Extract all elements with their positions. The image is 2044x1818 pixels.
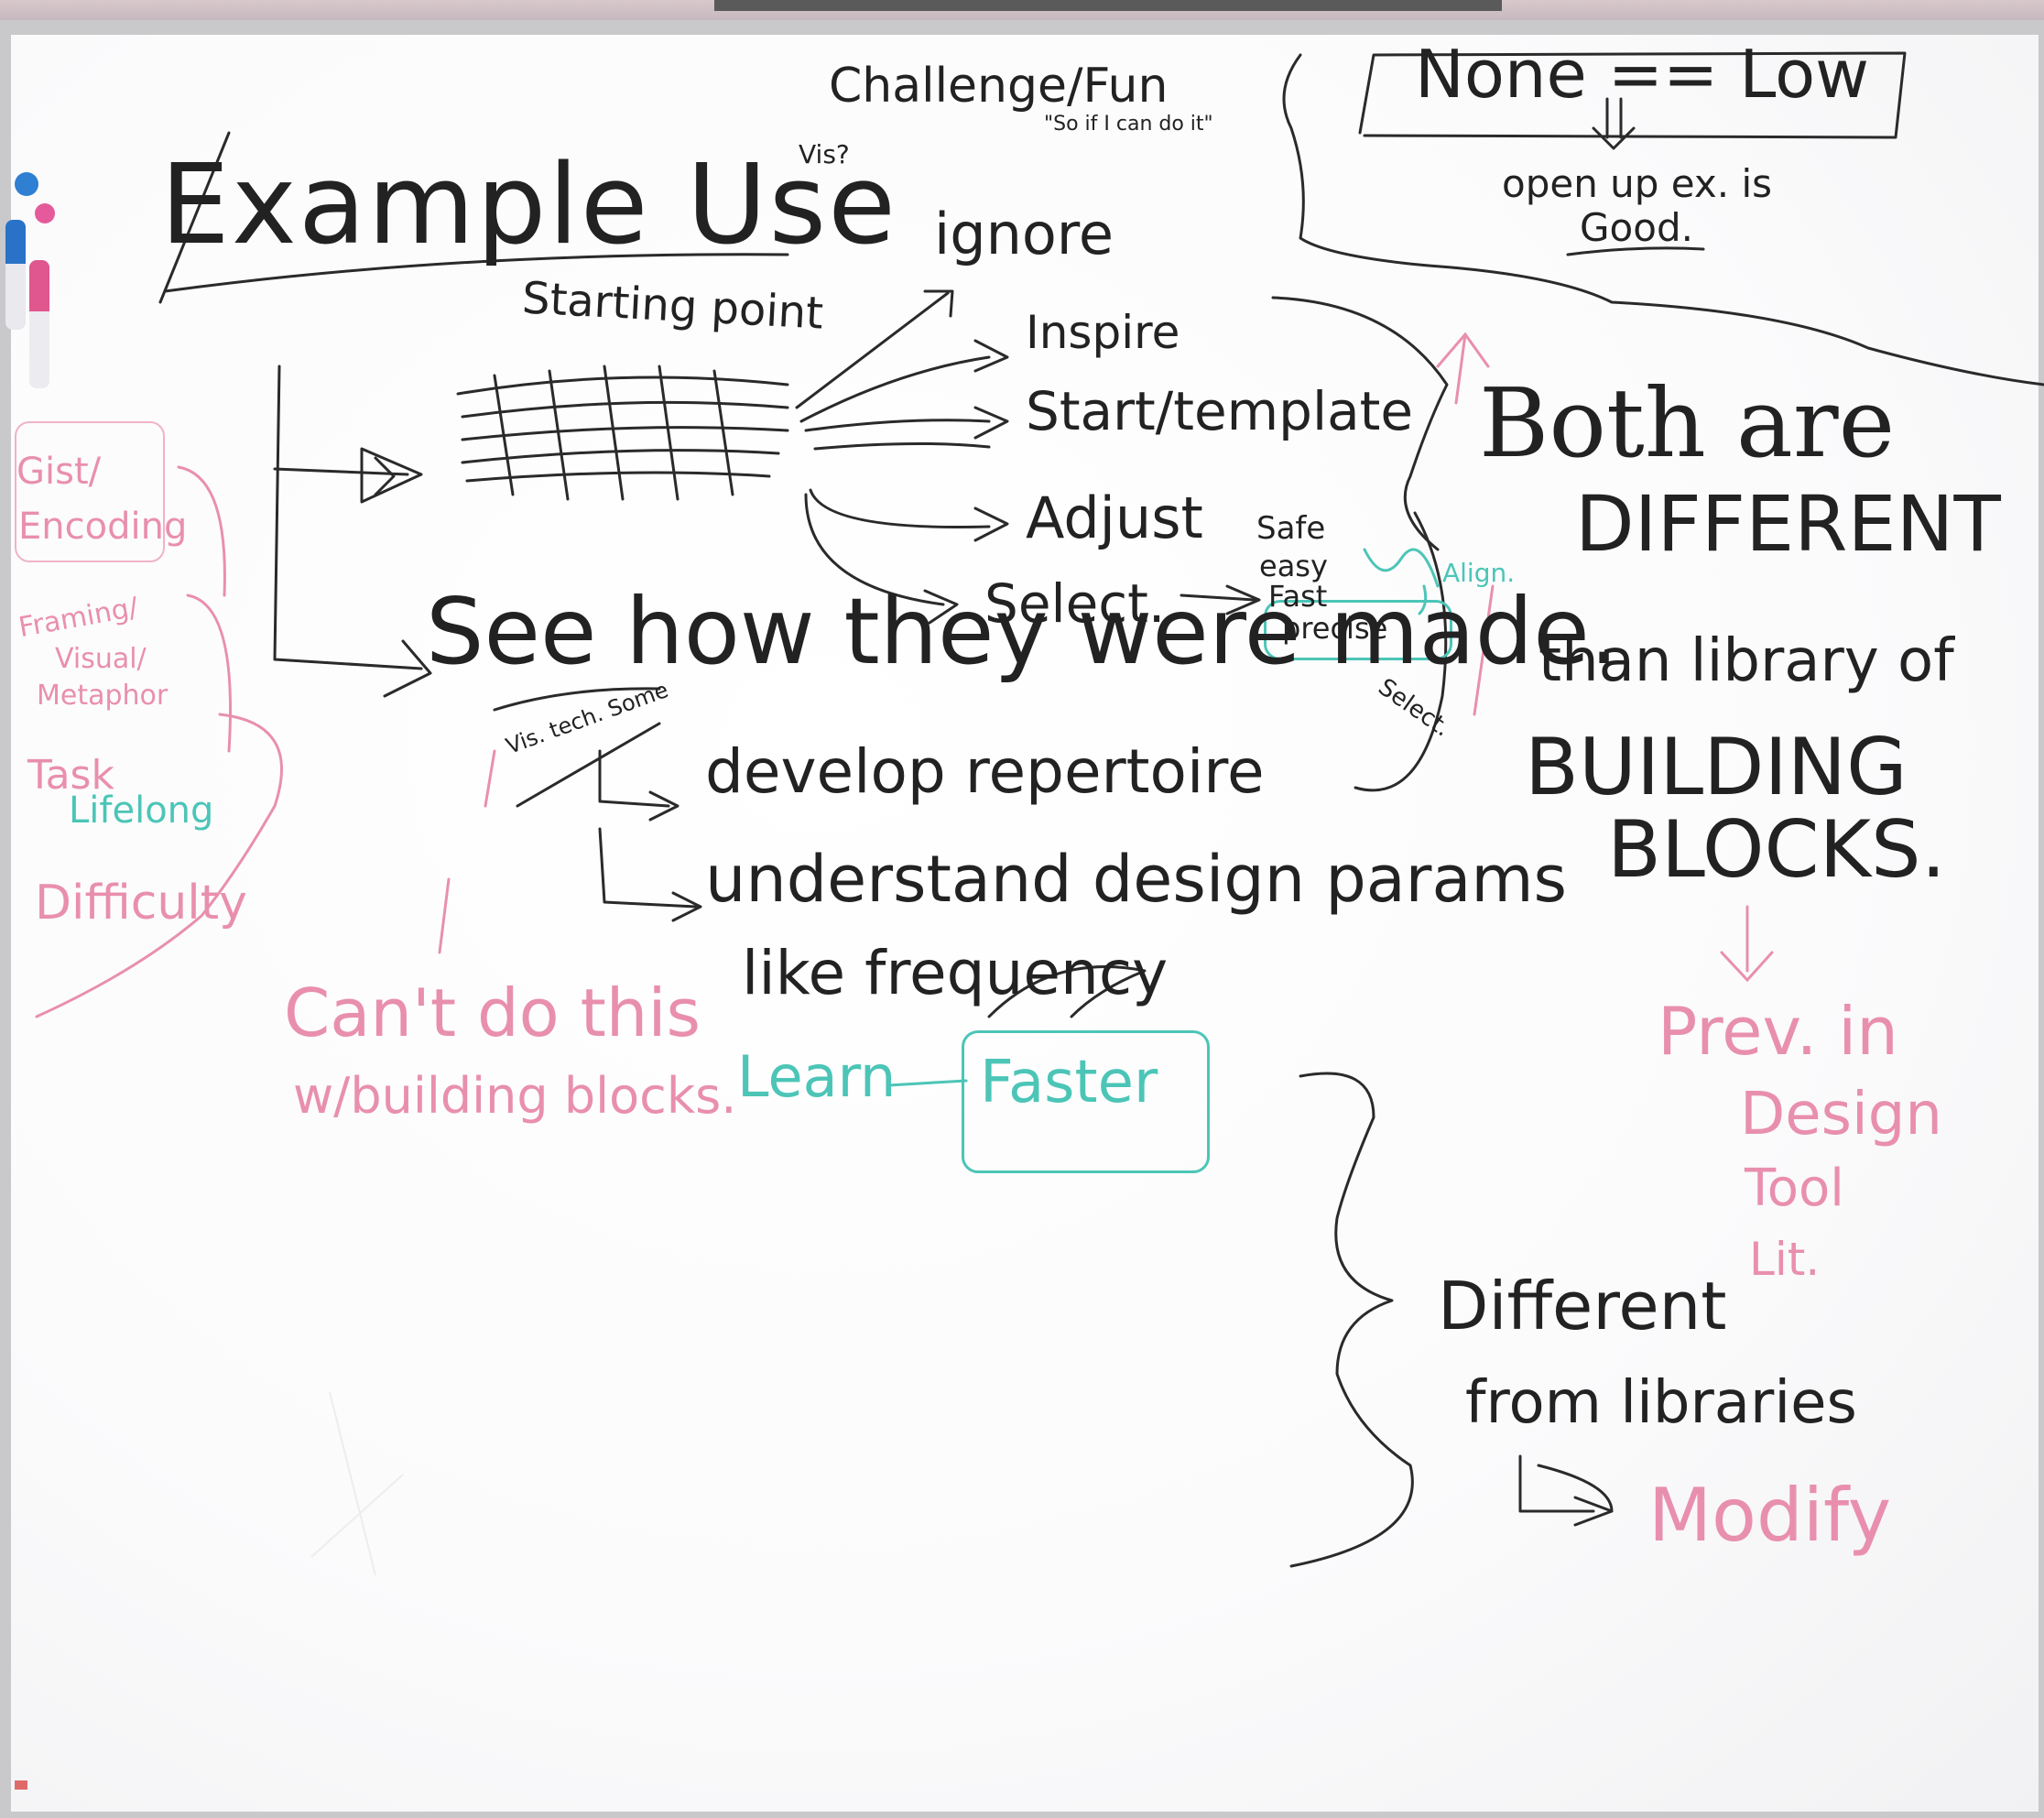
header-challenge-fun: Challenge/Fun — [829, 59, 1169, 114]
easy-label: easy — [1259, 549, 1328, 583]
w-building-blocks-label: w/building blocks. — [293, 1067, 737, 1125]
whiteboard-surface — [11, 35, 2039, 1812]
faster-label: Faster — [980, 1049, 1158, 1116]
faster-box — [962, 1030, 1210, 1173]
start-template-label: Start/template — [1026, 380, 1414, 442]
modify-label: Modify — [1648, 1473, 1892, 1558]
like-frequency-label: like frequency — [742, 938, 1169, 1008]
lit-label: Lit. — [1749, 1233, 1821, 1286]
open-up-note: open up ex. is — [1502, 161, 1773, 206]
building-label: BUILDING — [1525, 722, 1908, 813]
select-criteria-box — [1264, 600, 1452, 660]
none-equals-low: None == Low — [1415, 36, 1870, 113]
align-label: Align. — [1442, 558, 1516, 588]
blue-marker[interactable] — [5, 220, 26, 330]
difficulty-label: Difficulty — [35, 876, 247, 931]
fast-label: Fast — [1268, 579, 1328, 614]
blocks-label: BLOCKS. — [1607, 804, 1946, 896]
different-label: DIFFERENT — [1575, 479, 2001, 569]
pink-marker[interactable] — [29, 260, 49, 388]
title-example-use: Example Use — [160, 142, 897, 269]
learn-label: Learn — [737, 1043, 897, 1110]
ignore-label: ignore — [934, 201, 1114, 267]
inspire-label: Inspire — [1026, 306, 1180, 359]
safe-label: Safe — [1256, 510, 1326, 547]
design-label: Design — [1740, 1081, 1942, 1148]
pink-side-box — [15, 421, 165, 562]
understand-params-label: understand design params — [705, 842, 1568, 917]
visual-label: Visual/ — [55, 643, 147, 675]
lifelong-label: Lifelong — [69, 789, 214, 832]
develop-repertoire-label: develop repertoire — [705, 736, 1265, 807]
see-how-label: See how they were made. — [426, 578, 1619, 685]
than-library-label: than library of — [1538, 627, 1954, 695]
different-from-label: Different — [1438, 1268, 1727, 1344]
cant-do-label: Can't do this — [284, 974, 701, 1051]
pink-magnet[interactable] — [35, 203, 55, 223]
precise-label: precise — [1282, 611, 1388, 646]
blue-magnet[interactable] — [15, 172, 38, 196]
prev-in-label: Prev. in — [1658, 993, 1898, 1070]
gist-label: Gist/ — [16, 451, 102, 493]
ceiling-shadow — [714, 0, 1502, 11]
encoding-label: Encoding — [18, 506, 188, 548]
task-label: Task — [27, 752, 114, 799]
vis-question: Vis? — [799, 139, 850, 169]
from-libraries-label: from libraries — [1465, 1369, 1857, 1437]
adjust-label: Adjust — [1026, 484, 1203, 551]
whiteboard-brand-logo — [15, 1780, 27, 1790]
header-quote: "So if I can do it" — [1044, 113, 1213, 136]
good-note: Good. — [1580, 205, 1693, 250]
select-label: Select. — [984, 572, 1166, 635]
metaphor-label: Metaphor — [37, 680, 169, 712]
tool-label: Tool — [1745, 1159, 1844, 1218]
both-are-label: Both are — [1479, 367, 1896, 479]
